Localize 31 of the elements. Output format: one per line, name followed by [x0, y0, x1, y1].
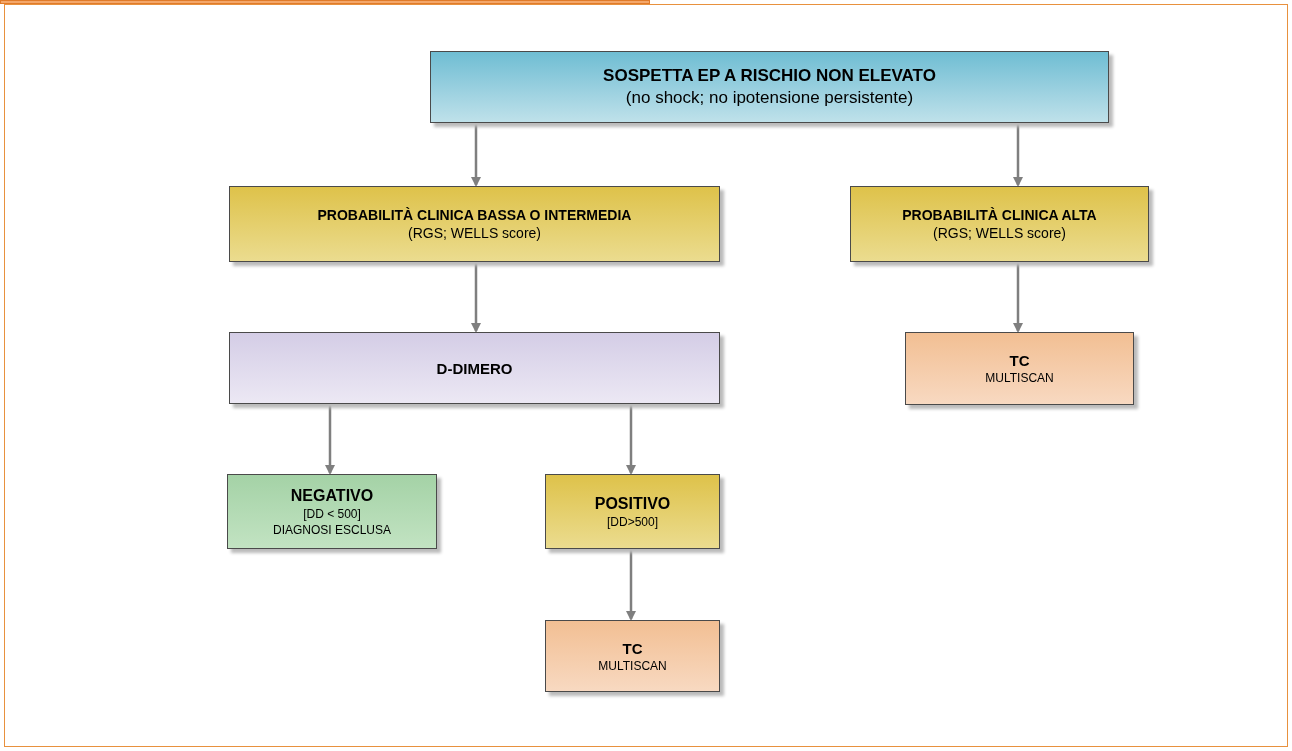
box-heading: POSITIVO	[594, 494, 671, 513]
exam-box	[905, 332, 1134, 405]
arrow	[325, 405, 335, 475]
box-heading: TC	[622, 639, 643, 657]
arrow	[626, 550, 636, 621]
test-box	[229, 332, 720, 404]
arrow	[471, 263, 481, 333]
box-text: MULTISCAN	[598, 658, 667, 673]
box-heading: PROBABILITÀ CLINICA BASSA O INTERMEDIA	[317, 207, 632, 223]
arrow	[626, 405, 636, 475]
box-heading: SOSPETTA EP A RISCHIO NON ELEVATO	[603, 66, 936, 86]
box-text: [DD>500]	[607, 514, 658, 529]
arrow	[471, 124, 481, 187]
box-heading: TC	[1009, 352, 1030, 369]
exam-box	[545, 620, 720, 692]
box-text: [DD < 500]	[303, 506, 361, 521]
arrow	[1013, 124, 1023, 187]
arrow	[1013, 263, 1023, 333]
box-text: MULTISCAN	[985, 371, 1054, 385]
box-heading: NEGATIVO	[290, 486, 374, 505]
box-text: (RGS; WELLS score)	[933, 225, 1066, 241]
box-heading: PROBABILITÀ CLINICA ALTA	[902, 207, 1097, 223]
process-box	[850, 186, 1149, 262]
outcome-box	[227, 474, 437, 549]
start-box	[430, 51, 1109, 123]
box-heading: D-DIMERO	[436, 359, 513, 377]
process-box	[545, 474, 720, 549]
box-text: DIAGNOSI ESCLUSA	[273, 522, 391, 537]
box-text: (RGS; WELLS score)	[408, 225, 541, 241]
process-box	[229, 186, 720, 262]
box-text: (no shock; no ipotensione persistente)	[625, 88, 914, 108]
